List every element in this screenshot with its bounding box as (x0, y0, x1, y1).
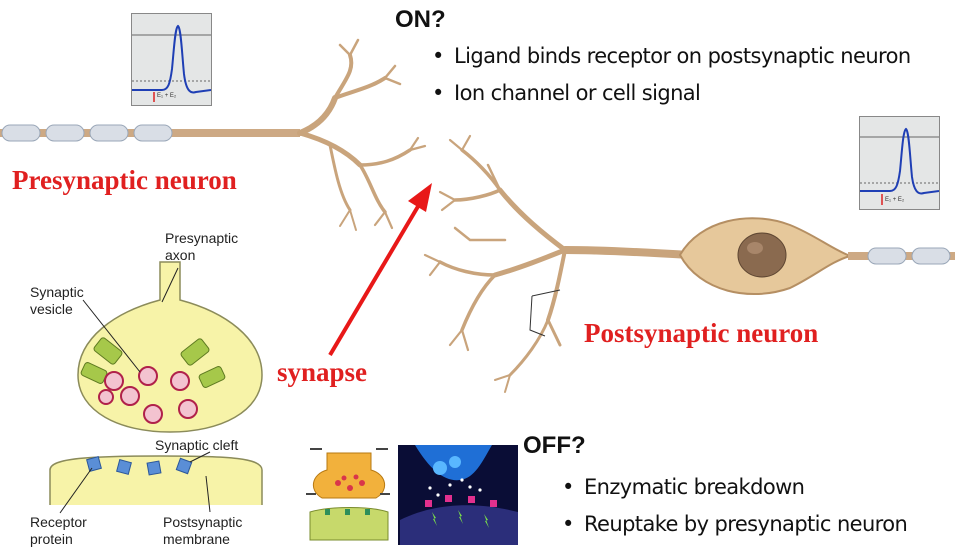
synaptic-cleft-label: Synaptic cleft (155, 437, 239, 453)
postsynaptic-membrane-label-text: Postsynaptic membrane (163, 514, 243, 547)
postsynaptic-membrane-label: Postsynaptic membrane (163, 514, 263, 548)
action-potential-tick-label: E₁ + E₂ (157, 93, 177, 99)
on-bullet-item: Ligand binds receptor on postsynaptic ne… (432, 38, 911, 75)
off-heading: OFF? (523, 432, 586, 459)
on-heading: ON? (395, 6, 446, 33)
presynaptic-neuron-label: Presynaptic neuron (12, 165, 237, 195)
off-bullet-item: Reuptake by presynaptic neuron (562, 506, 908, 543)
action-potential-trace (860, 127, 940, 205)
action-potential-tick-label: E₁ + E₂ (885, 197, 905, 203)
receptor-protein-label-text: Receptor protein (30, 514, 87, 547)
presynaptic-axon-label: Presynaptic axon (165, 230, 265, 264)
dendrite-outline-detail (529, 289, 561, 337)
off-bullet-list: Enzymatic breakdown Reuptake by presynap… (562, 469, 908, 543)
synaptic-vesicle-label-text: Synaptic vesicle (30, 284, 84, 317)
postsynaptic-soma (678, 217, 854, 295)
on-bullet-item: Ion channel or cell signal (432, 75, 911, 112)
receptor-protein-label: Receptor protein (30, 514, 105, 548)
on-bullet-list: Ligand binds receptor on postsynaptic ne… (432, 38, 911, 112)
postsynaptic-neuron-label: Postsynaptic neuron (584, 318, 819, 348)
action-potential-trace (132, 24, 212, 102)
presynaptic-terminal-branches (297, 38, 427, 231)
off-bullet-item: Enzymatic breakdown (562, 469, 907, 506)
inset-synapse-illustration (300, 440, 392, 545)
synapse-cross-section (49, 261, 263, 514)
presynaptic-axon-myelin (0, 124, 300, 142)
inset-dopamine-illustration (398, 445, 518, 545)
presynaptic-axon-label-text: Presynaptic axon (165, 230, 239, 263)
synapse-arrow (328, 183, 432, 357)
synaptic-vesicle-label: Synaptic vesicle (30, 284, 100, 318)
action-potential-graph-presynaptic: E₁ + E₂ (131, 13, 212, 106)
postsynaptic-axon-myelin (848, 247, 955, 265)
synapse-label: synapse (277, 357, 368, 387)
action-potential-graph-postsynaptic: E₁ + E₂ (859, 116, 940, 210)
postsynaptic-dendrites (423, 134, 694, 393)
